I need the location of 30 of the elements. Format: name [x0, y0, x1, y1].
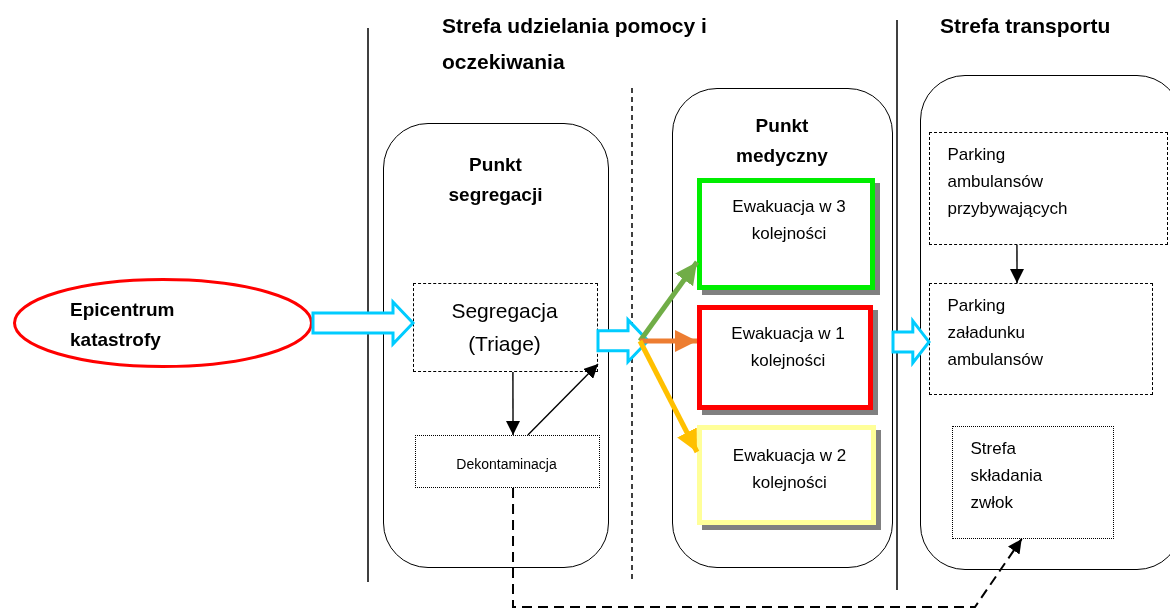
- ellipse-node: [13, 278, 313, 368]
- arrow: [1010, 244, 1024, 284]
- node-text: Punkt medyczny: [735, 114, 829, 169]
- block-arrow: [596, 316, 651, 366]
- parking-box: [928, 131, 1168, 245]
- zone-container: [672, 88, 893, 568]
- node-text: Ewakuacja w 2 kolejności: [731, 444, 848, 494]
- arrow: [640, 330, 697, 352]
- node-text: Dekontaminacja: [455, 454, 558, 474]
- node-text: Epicentrum katastrofy: [70, 298, 176, 353]
- node-text: Parking ambulansów przybywających: [947, 143, 1069, 220]
- node-text: Ewakuacja w 1 kolejności: [730, 322, 846, 372]
- node-text: Parking załadunku ambulansów: [947, 294, 1044, 371]
- arrow: [637, 260, 700, 343]
- area-box: [951, 425, 1114, 539]
- zone-heading: Strefa transportu: [940, 13, 1112, 39]
- block-arrow: [311, 298, 416, 348]
- arrow: [512, 487, 1023, 608]
- block-arrow: [891, 316, 931, 368]
- arrow: [637, 339, 700, 454]
- parking-box: [928, 282, 1153, 395]
- node-text: Segregacja (Triage): [450, 297, 559, 358]
- node-text: Strefa składania zwłok: [970, 437, 1044, 514]
- zone-container: [920, 75, 1170, 570]
- arrow: [527, 363, 599, 436]
- process-box: [414, 434, 600, 488]
- node-text: Punkt segregacji: [447, 153, 544, 208]
- node-text: Ewakuacja w 3 kolejności: [731, 195, 847, 245]
- arrow: [506, 371, 520, 436]
- zone-heading: Strefa udzielania pomocy i oczekiwania: [442, 13, 708, 75]
